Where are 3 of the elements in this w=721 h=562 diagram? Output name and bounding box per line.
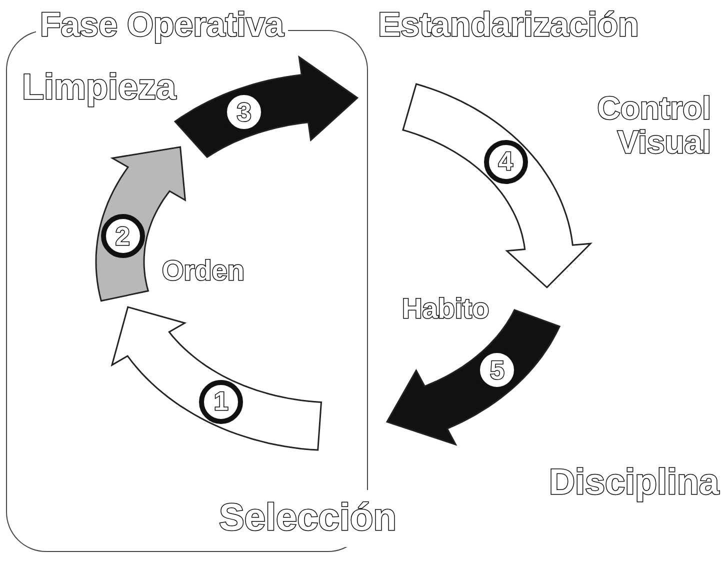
curved-arrow-shape	[109, 304, 325, 454]
group-heading: Estandarización	[378, 5, 639, 46]
curved-arrow-shape	[400, 81, 594, 291]
